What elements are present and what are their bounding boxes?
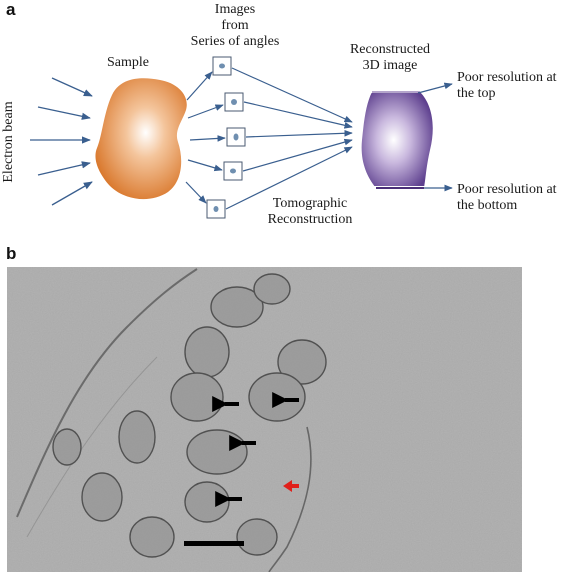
images-title-line-2: from xyxy=(221,18,249,33)
reconstructed-label: Reconstructed 3D image xyxy=(340,42,440,74)
poor-bottom-line-1: Poor resolution at xyxy=(457,182,557,197)
vesicles xyxy=(52,273,327,558)
black-arrows xyxy=(212,392,299,507)
poor-top-label: Poor resolution at the top xyxy=(457,70,567,102)
poor-top-arrow xyxy=(417,82,453,94)
images-title-line-1: Images xyxy=(214,2,256,17)
projection-images xyxy=(206,56,246,219)
tomographic-line-2: Reconstruction xyxy=(267,212,353,227)
sample-to-image-arrows xyxy=(185,71,226,204)
reconstructed-line-2: 3D image xyxy=(362,58,418,73)
tomographic-label: Tomographic Reconstruction xyxy=(250,196,370,228)
scale-bar xyxy=(184,541,244,546)
reconstructed-line-1: Reconstructed xyxy=(349,42,431,57)
poor-top-line-2: the top xyxy=(457,86,496,101)
recon-bottom-band xyxy=(372,186,428,194)
reconstructed-blob xyxy=(361,92,433,188)
beam-arrow-5 xyxy=(51,181,93,206)
tomogram-image xyxy=(7,267,522,572)
electron-beam-label: Electron beam xyxy=(1,101,16,183)
projection-image-specks xyxy=(213,63,239,212)
red-arrow-head xyxy=(283,480,292,492)
membrane-left xyxy=(16,268,198,518)
poor-bottom-label: Poor resolution at the bottom xyxy=(457,182,567,214)
image-to-recon-arrows xyxy=(225,67,353,210)
beam-arrows xyxy=(30,77,93,206)
beam-arrow-1 xyxy=(51,77,93,97)
panel-a-diagram xyxy=(30,56,453,219)
beam-arrow-4 xyxy=(37,161,91,176)
recon-top-band xyxy=(368,86,422,93)
images-title-line-3: Series of angles xyxy=(190,34,280,49)
panel-b-letter: b xyxy=(6,244,17,263)
images-title: Images from Series of angles xyxy=(180,2,290,50)
membrane-right xyxy=(268,426,312,572)
poor-bottom-line-2: the bottom xyxy=(457,198,518,213)
beam-arrow-2 xyxy=(37,106,91,120)
tomographic-line-1: Tomographic xyxy=(272,196,348,211)
panel-a-letter: a xyxy=(6,0,16,19)
poor-top-line-1: Poor resolution at xyxy=(457,70,557,85)
sample-label: Sample xyxy=(107,55,149,70)
sample-blob xyxy=(95,78,187,200)
